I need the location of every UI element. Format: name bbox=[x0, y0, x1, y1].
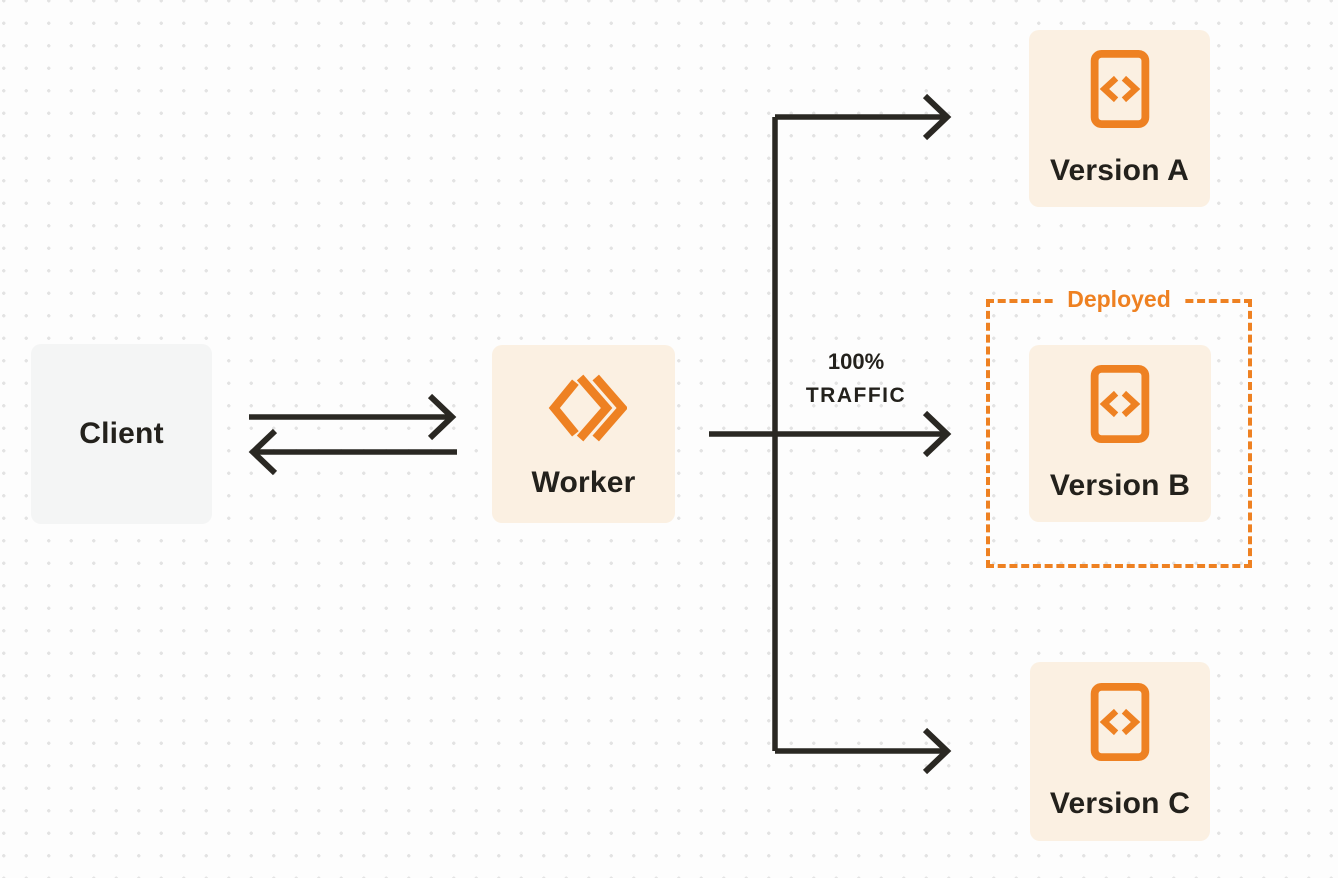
code-file-icon bbox=[1089, 682, 1151, 767]
traffic-percent-label: 100% bbox=[827, 349, 885, 374]
traffic-annotation: 100% TRAFFIC bbox=[781, 349, 931, 408]
version-c-node: Version C bbox=[1030, 662, 1210, 841]
arrow-worker-to-client-head bbox=[248, 428, 278, 476]
cloudflare-worker-icon bbox=[541, 369, 628, 452]
client-node-label: Client bbox=[79, 417, 164, 450]
worker-node-label: Worker bbox=[531, 465, 636, 499]
client-node: Client bbox=[31, 344, 212, 524]
version-b-node-label: Version B bbox=[1049, 469, 1191, 502]
version-b-node: Version B bbox=[1029, 345, 1211, 522]
arrow-worker-to-version-b-head bbox=[922, 410, 952, 458]
arrow-to-version-c-head bbox=[922, 727, 952, 775]
code-file-icon bbox=[1089, 49, 1151, 134]
version-a-node-label: Version A bbox=[1049, 154, 1190, 187]
deployed-badge: Deployed bbox=[1055, 286, 1183, 313]
traffic-word-label: TRAFFIC bbox=[805, 384, 907, 407]
deployed-group-outline: Deployed bbox=[986, 286, 1252, 568]
version-c-node-label: Version C bbox=[1049, 787, 1191, 820]
arrow-client-to-worker-head bbox=[427, 393, 457, 441]
worker-node: Worker bbox=[492, 345, 675, 523]
arrow-to-version-a-head bbox=[922, 93, 952, 141]
version-a-node: Version A bbox=[1029, 30, 1210, 207]
code-file-icon bbox=[1089, 364, 1151, 449]
